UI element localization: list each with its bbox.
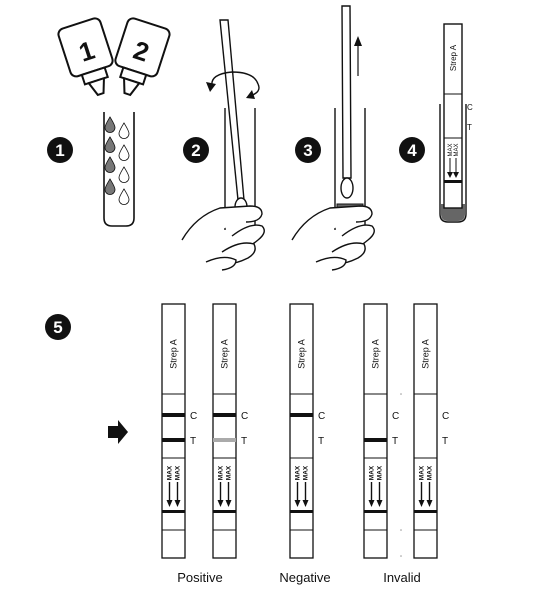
test-mark-label: T	[442, 436, 448, 447]
strip-brand-label: Strep A	[220, 339, 230, 369]
step-4-control-mark: C	[467, 103, 473, 112]
control-line	[290, 413, 313, 417]
max-fill-line	[213, 510, 236, 513]
step-4-number: 4	[407, 141, 417, 160]
down-arrow-head-icon	[174, 500, 181, 507]
step-5-badge: 5	[45, 314, 71, 340]
max-label-top: MAX	[369, 465, 376, 480]
strip-brand-label: Strep A	[421, 339, 431, 369]
step-2-swab	[219, 19, 248, 217]
step-1-badge: 1	[47, 137, 73, 163]
step-3-swab	[340, 5, 354, 199]
max-label-top: MAX	[167, 465, 174, 480]
step-3-hand	[291, 205, 375, 271]
down-arrow-head-icon	[217, 500, 224, 507]
max-label-top: MAX	[295, 465, 302, 480]
down-arrow-head-icon	[166, 500, 173, 507]
result-pointer-arrow-icon	[108, 420, 128, 444]
max-label-bottom: MAX	[175, 465, 182, 480]
test-mark-label: T	[241, 436, 247, 447]
control-mark-label: C	[190, 411, 197, 422]
test-mark-label: T	[392, 436, 398, 447]
dot	[400, 393, 402, 395]
step-4-strip-brand: Strep A	[449, 44, 458, 71]
strip-body	[289, 303, 314, 559]
step-2-badge: 2	[183, 137, 209, 163]
control-mark-label: C	[392, 411, 399, 422]
reagent-bottle-1: 1	[57, 17, 114, 97]
extraction-tube	[103, 112, 135, 227]
step-2-hand	[181, 205, 265, 271]
result-label-negative: Negative	[279, 570, 330, 585]
down-arrow-head-icon	[294, 500, 301, 507]
control-mark-label: C	[318, 411, 325, 422]
step-4-badge: 4	[399, 137, 425, 163]
control-line	[213, 413, 236, 417]
control-mark-label: C	[442, 411, 449, 422]
strip-body	[212, 303, 237, 559]
max-label-bottom: MAX	[226, 465, 233, 480]
max-fill-line	[364, 510, 387, 513]
down-arrow-head-icon	[426, 500, 433, 507]
dot	[400, 555, 402, 557]
control-mark-label: C	[241, 411, 248, 422]
reagent-bottle-2: 2	[114, 17, 171, 97]
step-4-tube	[439, 104, 467, 223]
max-fill-line	[290, 510, 313, 513]
strip-body	[363, 303, 388, 559]
strip-brand-label: Strep A	[297, 339, 307, 369]
step-4-max-bottom: MAX	[454, 143, 460, 156]
down-arrow-head-icon	[376, 500, 383, 507]
test-mark-label: T	[318, 436, 324, 447]
step-1-number: 1	[55, 141, 64, 160]
step-4-test-mark: T	[467, 123, 472, 132]
result-label-invalid: Invalid	[383, 570, 421, 585]
max-label-bottom: MAX	[303, 465, 310, 480]
control-line	[162, 413, 185, 417]
down-arrow-head-icon	[368, 500, 375, 507]
down-arrow-head-icon	[418, 500, 425, 507]
withdraw-arrow-icon	[354, 36, 362, 76]
down-arrow-head-icon	[225, 500, 232, 507]
step-3-badge: 3	[295, 137, 321, 163]
step-3: 3	[291, 5, 375, 271]
max-label-bottom: MAX	[377, 465, 384, 480]
test-mark-label: T	[190, 436, 196, 447]
step-3-number: 3	[303, 141, 312, 160]
max-label-top: MAX	[419, 465, 426, 480]
strip-brand-label: Strep A	[371, 339, 381, 369]
step-4: 4 Strep A MAX MAX C T	[399, 23, 473, 223]
step-1: 1 1 2	[47, 17, 171, 227]
result-label-positive: Positive	[177, 570, 223, 585]
step-5-number: 5	[53, 318, 62, 337]
test-line	[213, 438, 236, 442]
strip-body	[161, 303, 186, 559]
dot	[400, 529, 402, 531]
step-4-max-top: MAX	[448, 143, 454, 156]
max-fill-line	[162, 510, 185, 513]
strip-body	[413, 303, 438, 559]
max-fill-line	[414, 510, 437, 513]
step-2-number: 2	[191, 141, 200, 160]
strip-brand-label: Strep A	[169, 339, 179, 369]
step-2: 2	[181, 19, 265, 271]
test-line	[162, 438, 185, 442]
down-arrow-head-icon	[302, 500, 309, 507]
max-label-top: MAX	[218, 465, 225, 480]
max-label-bottom: MAX	[427, 465, 434, 480]
test-line	[364, 438, 387, 442]
step-4-test-strip: Strep A MAX MAX	[443, 23, 463, 209]
rotate-arrow-icon	[206, 71, 260, 99]
